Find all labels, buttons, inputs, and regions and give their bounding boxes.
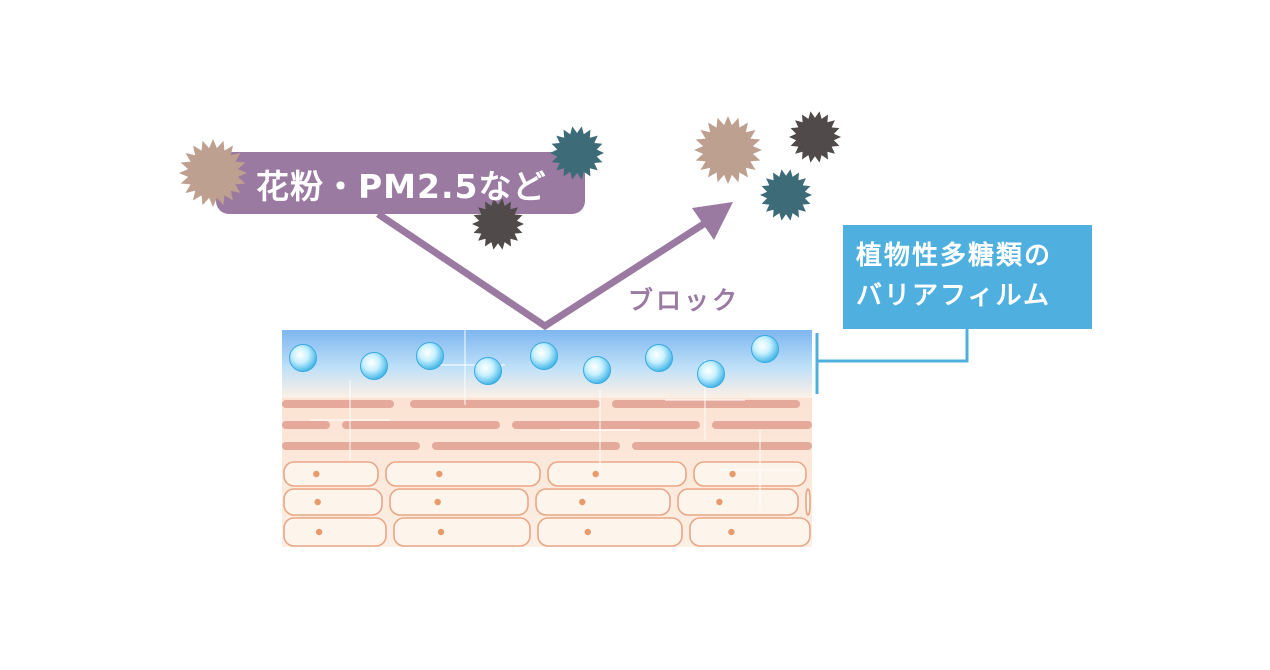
cell-nucleus [729,470,736,478]
skin-band [410,400,600,408]
skin-cell [677,488,799,516]
skin-band [612,400,800,408]
arrow-head-icon [692,202,733,240]
stratum-corneum-bands [282,400,812,450]
cell-nucleus [314,498,321,506]
cell-nucleus [728,528,735,536]
cell-nucleus [437,528,445,536]
spiky-particle-icon [472,198,524,250]
skin-cell [283,517,387,547]
water-droplet-icon [583,356,611,384]
water-droplets [289,335,779,388]
water-droplet-icon [645,344,673,372]
skin-cross-section [282,330,812,547]
water-droplet-icon [416,342,444,370]
skin-cells [283,461,811,547]
spiky-particle-icon [694,116,762,184]
skin-band [512,421,700,429]
water-droplet-icon [697,360,725,388]
spiky-particle-icon [179,139,247,207]
skin-cell [535,488,671,516]
water-droplet-icon [751,335,779,363]
skin-band [432,442,620,450]
skin-band [282,442,420,450]
water-droplet-icon [289,344,317,372]
block-label: ブロック [628,286,741,315]
skin-cell [283,461,379,487]
skin-cell [385,461,541,487]
skin-cell [393,517,531,547]
water-droplet-icon [360,352,388,380]
skin-band [342,421,500,429]
spiky-particle-icon [789,111,841,163]
deflection-arrow-line [376,211,715,331]
spiky-particle-icon [760,169,812,221]
skin-band [712,421,812,429]
barrier-film-label-line1: 植物性多糖類の [856,241,1053,271]
cell-nucleus [592,470,599,478]
water-droplet-icon [530,342,558,370]
skin-band [282,400,394,408]
skin-cell [805,488,811,516]
skin-cell [537,517,683,547]
barrier-film-label: 植物性多糖類の バリアフィルム [843,225,1092,329]
pollutant-particles [179,111,841,250]
water-droplet-icon [474,357,502,385]
cell-nucleus [315,528,323,536]
cell-nucleus [436,470,443,478]
film-connector-line [817,329,969,363]
cell-nucleus [584,528,591,536]
skin-band [632,442,812,450]
skin-cell [389,488,529,516]
cell-nucleus [579,498,586,506]
skin-cell [689,517,811,547]
barrier-film-label-line2: バリアフィルム [856,281,1051,311]
skin-cell [693,461,807,487]
cell-nucleus [313,470,320,478]
pollutant-label-background [216,152,585,214]
pollutant-label: 花粉・PM2.5など [256,167,547,206]
cell-nucleus [716,498,723,506]
spiky-particle-icon [550,126,604,180]
skin-band [282,421,330,429]
cell-nucleus [434,498,441,506]
skin-cell [547,461,687,487]
skin-cell [283,488,383,516]
